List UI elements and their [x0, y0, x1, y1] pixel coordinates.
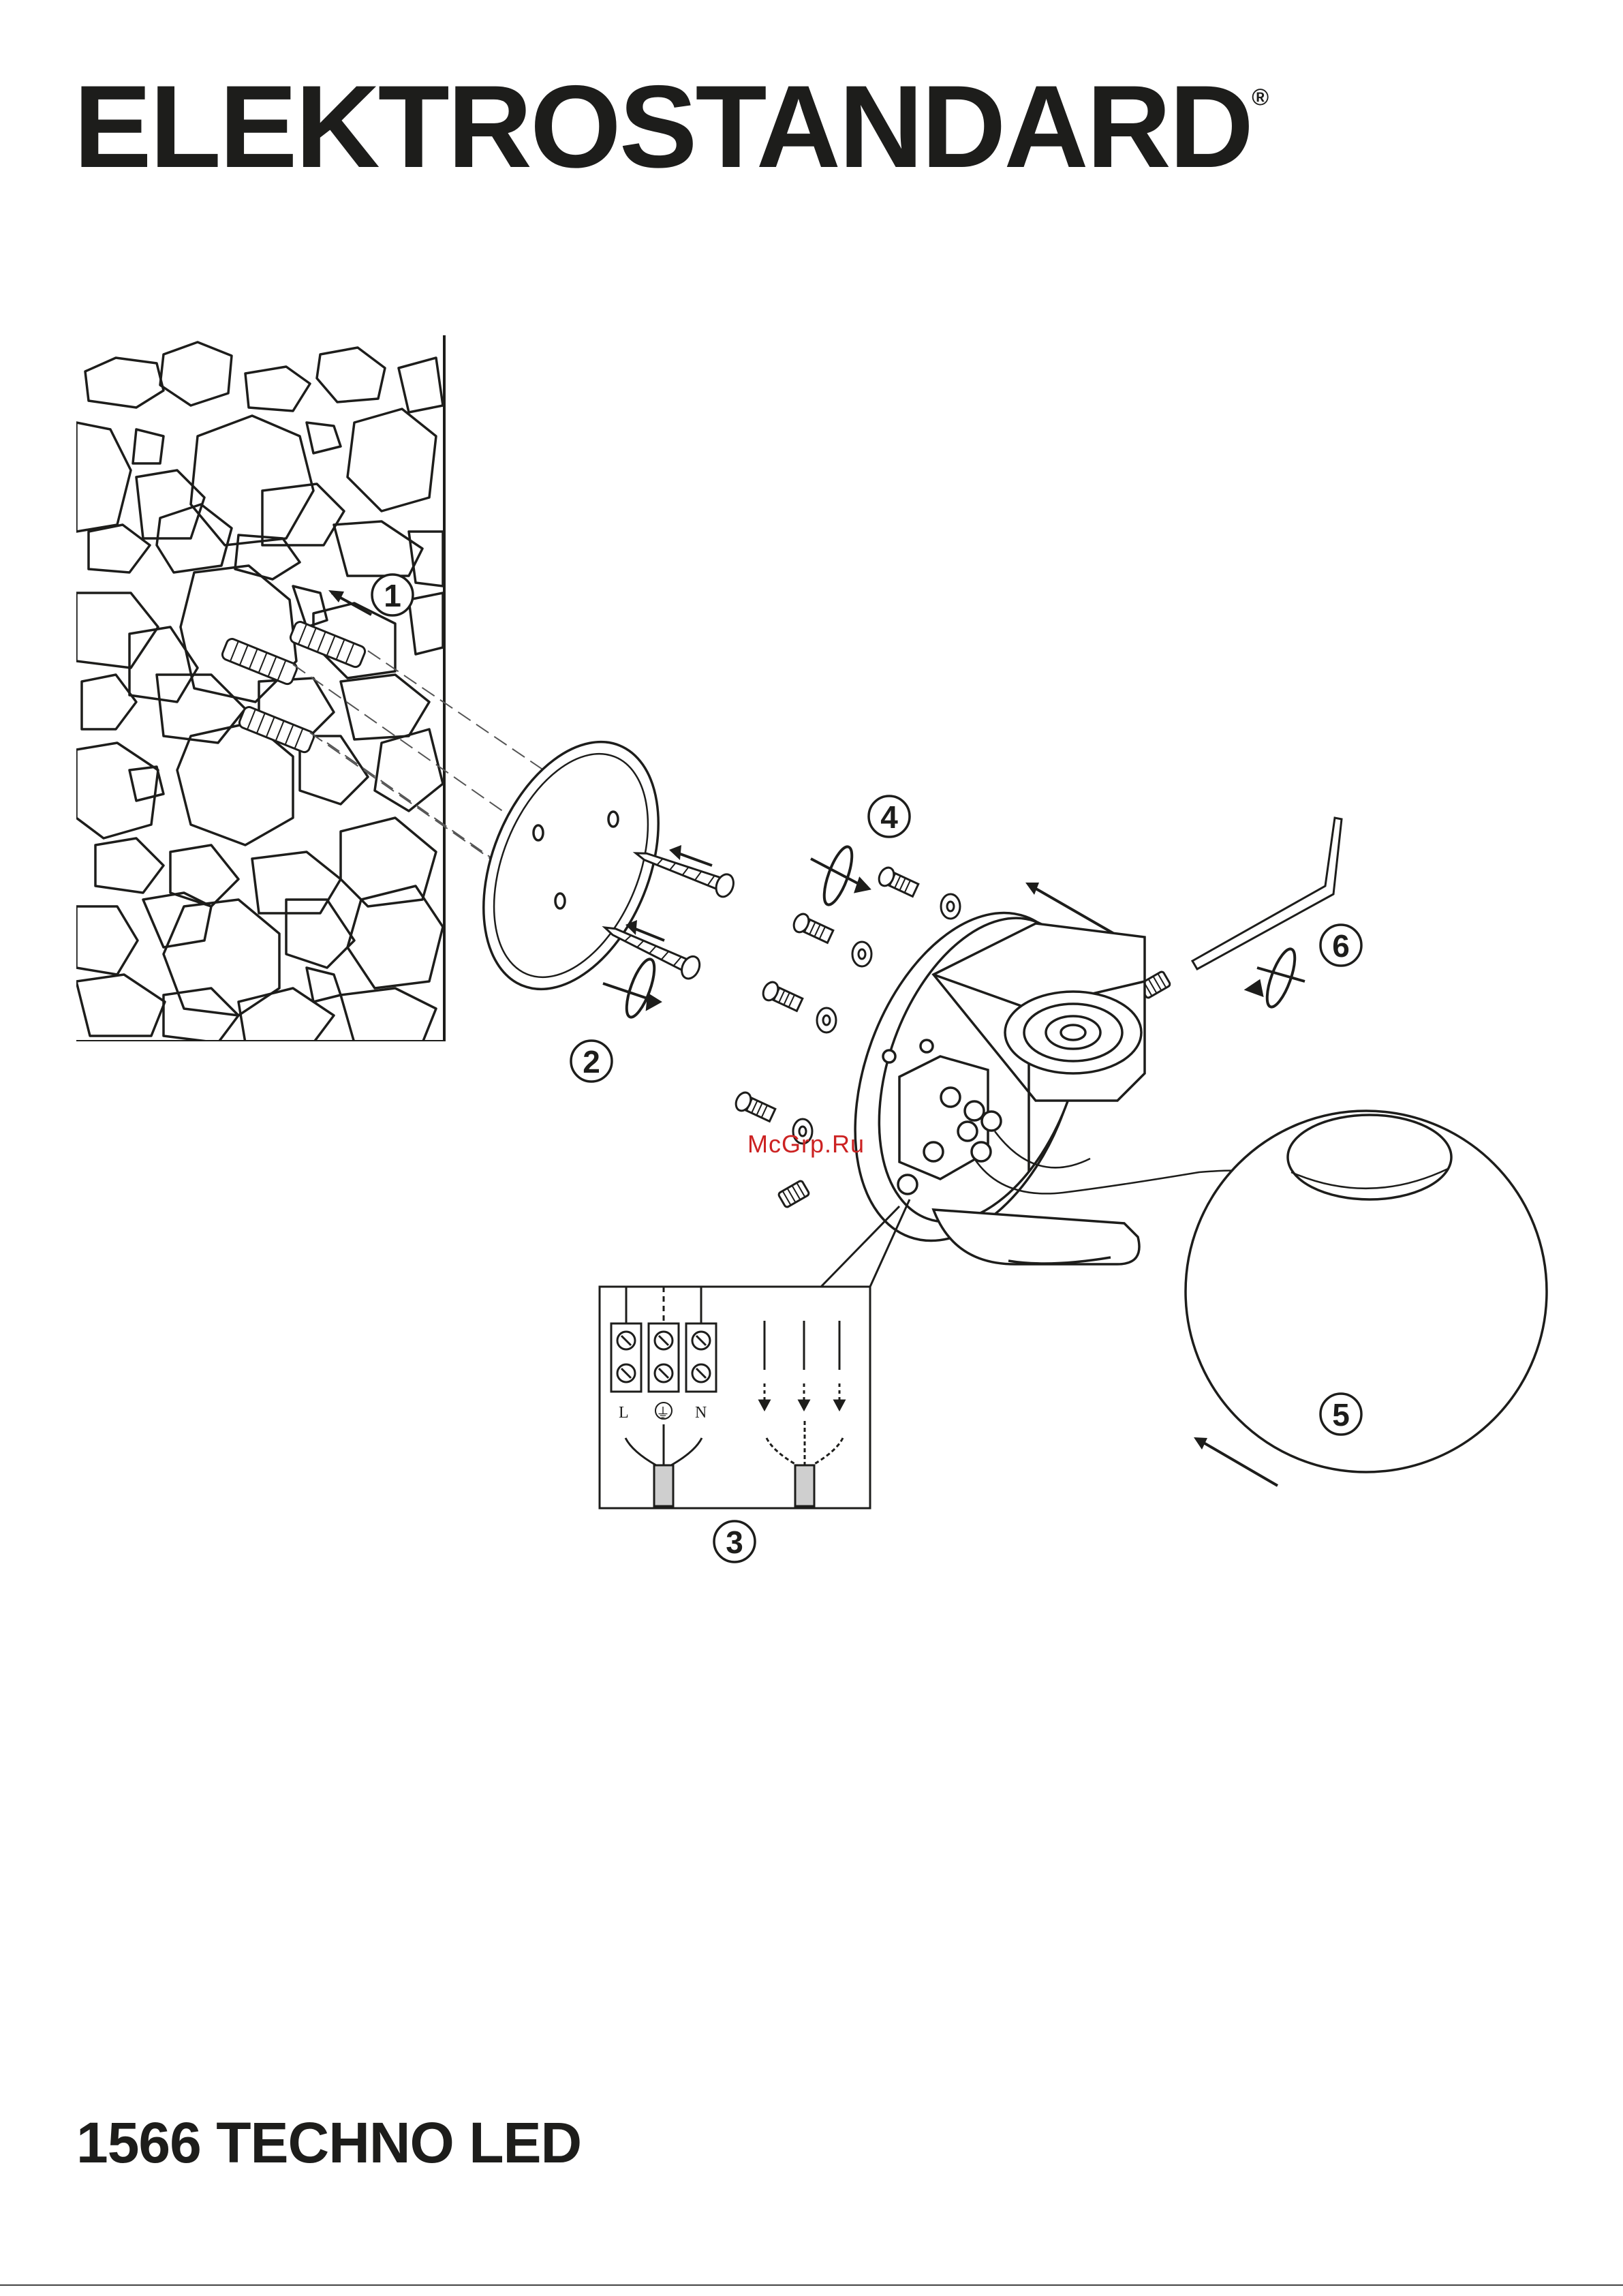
terminal-label-neutral: N: [695, 1404, 707, 1422]
step-number: 6: [1332, 928, 1350, 964]
step-marker-1: 1: [372, 575, 413, 615]
step-marker-3: 3: [714, 1521, 755, 1562]
wiring-detail-callout: [600, 1199, 910, 1508]
globe-shade: [1186, 1111, 1547, 1472]
hex-key: [1192, 818, 1342, 969]
step-marker-2: 2: [571, 1041, 612, 1082]
stone-wall: [76, 342, 443, 1043]
bottom-rule: [0, 2284, 1623, 2286]
wall-plugs: [221, 620, 367, 754]
product-model: 1566 TECHNO LED: [76, 2114, 581, 2171]
step-number: 2: [583, 1044, 600, 1080]
terminal-label-earth: ⏚: [656, 1405, 670, 1421]
terminal-label-live: L: [619, 1404, 629, 1422]
lamp-body: [814, 882, 1145, 1272]
step-number: 4: [880, 799, 898, 835]
step-marker-6: 6: [1320, 925, 1361, 966]
step-marker-4: 4: [869, 796, 910, 837]
step-number: 3: [726, 1525, 743, 1560]
step-number: 5: [1332, 1397, 1350, 1433]
step-number: 1: [384, 578, 401, 613]
watermark-text: McGrp.Ru: [747, 1130, 865, 1159]
step-marker-5: 5: [1320, 1394, 1361, 1435]
